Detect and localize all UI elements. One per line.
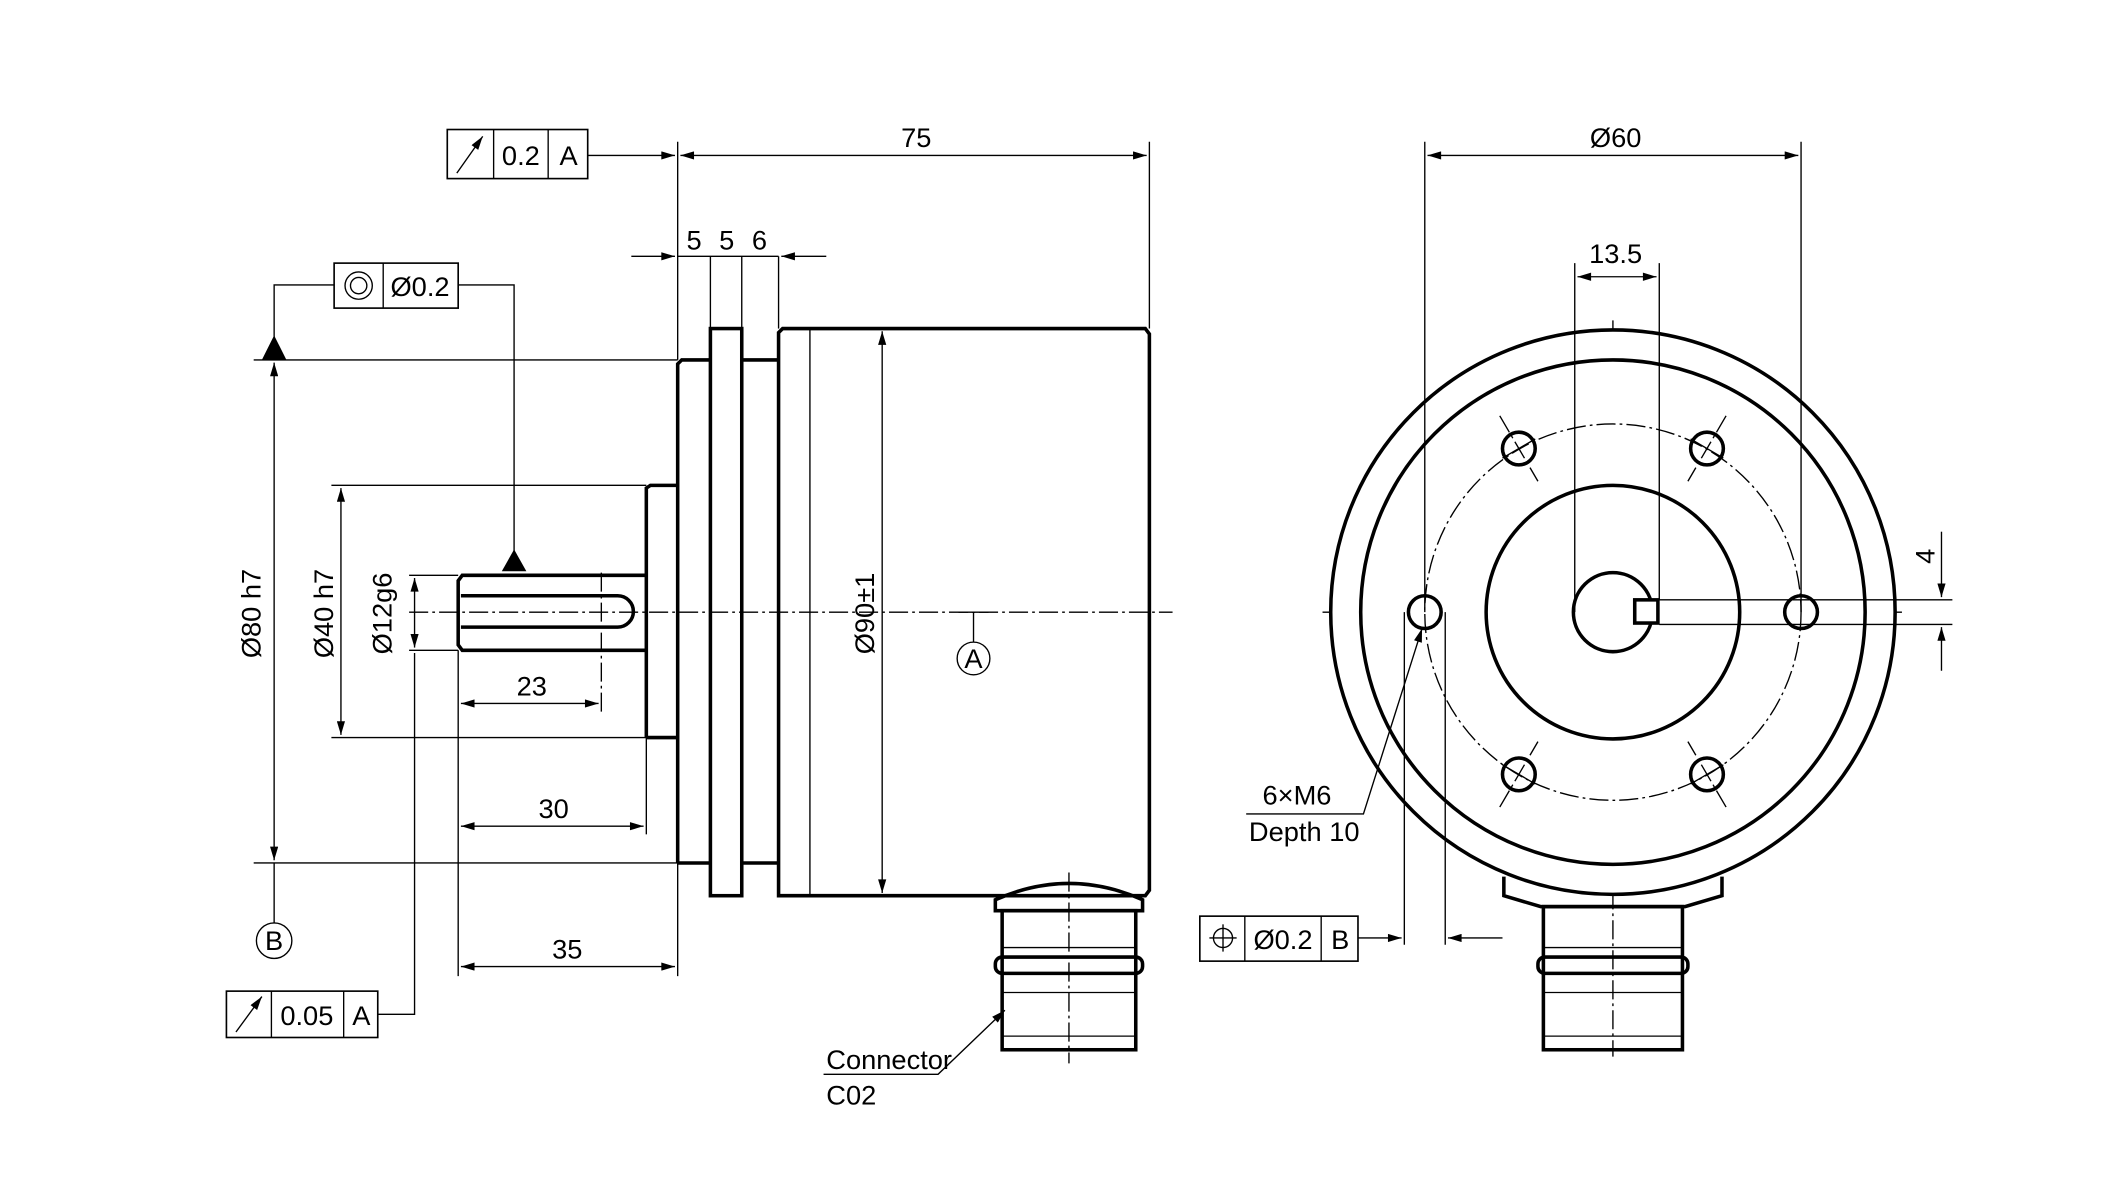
svg-text:0.2: 0.2 (502, 140, 540, 171)
svg-text:A: A (560, 140, 579, 171)
side-view: 75 5 5 6 0.2 A Ø0.2 Ø80 h7 B Ø40 h7 (225, 122, 1173, 1110)
connector-side (993, 872, 1145, 1064)
fcf-position: Ø0.2 B (1199, 915, 1503, 962)
dim-dia-80: Ø80 h7 (236, 569, 267, 658)
dim-shaft-30: 30 (538, 793, 568, 824)
holes-depth: Depth 10 (1249, 816, 1360, 847)
runout-arrow-icon (235, 996, 263, 1033)
concentricity-icon (344, 271, 373, 300)
front-view: Ø60 13.5 4 6×M6 Depth 10 Ø0.2 B (1199, 122, 1953, 1057)
datum-b: B (265, 925, 283, 956)
dim-bolt-circle: Ø60 (1590, 122, 1642, 153)
connector-code: C02 (826, 1079, 876, 1110)
dim-dia-40: Ø40 h7 (308, 569, 339, 658)
dim-step-2: 5 (719, 224, 734, 255)
svg-text:B: B (1331, 924, 1349, 955)
svg-text:0.05: 0.05 (280, 1000, 333, 1031)
dim-dia-12: Ø12g6 (366, 573, 397, 655)
svg-text:A: A (352, 1000, 371, 1031)
datum-a: A (964, 643, 983, 674)
fcf-concentricity: Ø0.2 (261, 262, 527, 572)
dim-length-75: 75 (901, 122, 931, 153)
fcf-runout-bottom: 0.05 A (225, 653, 416, 1039)
dim-shaft-35: 35 (552, 933, 582, 964)
runout-arrow-icon (456, 135, 484, 174)
dim-key-width: 4 (1910, 549, 1941, 564)
dim-keyway-23: 23 (517, 670, 547, 701)
connector-label: Connector (826, 1044, 952, 1075)
fcf-runout-top: 0.2 A (446, 128, 675, 180)
dim-step-3: 6 (752, 224, 767, 255)
svg-text:Ø0.2: Ø0.2 (1253, 924, 1312, 955)
dim-dia-90: Ø90±1 (849, 573, 880, 655)
dim-step-1: 5 (686, 224, 701, 255)
holes-label: 6×M6 (1263, 779, 1332, 810)
dim-key-offset: 13.5 (1589, 238, 1642, 269)
svg-text:Ø0.2: Ø0.2 (390, 271, 449, 302)
